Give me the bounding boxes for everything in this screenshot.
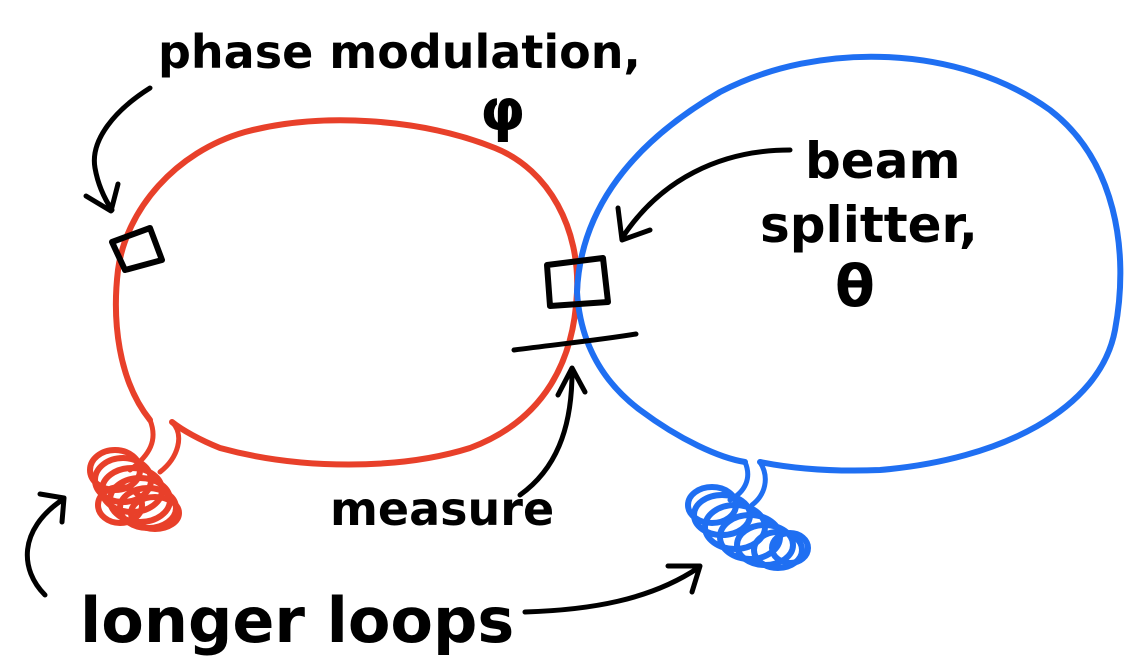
splitter-label: splitter,: [760, 196, 978, 254]
beam-splitter-arrow: [615, 147, 793, 243]
measure-label: measure: [330, 482, 554, 536]
phase-modulator-square: [109, 225, 165, 273]
right-loop-lower: [574, 289, 748, 465]
right-loop: [574, 53, 1124, 474]
longer-loops-label: longer loops: [80, 584, 514, 657]
phase-modulation-arrow: [83, 85, 153, 214]
left-coil: [87, 447, 182, 532]
theta-symbol-label: θ: [835, 252, 875, 320]
right-coil: [685, 484, 811, 571]
longer-loops-right-arrow: [522, 563, 703, 615]
measure-arrow: [517, 365, 588, 498]
phase-symbol-label: φ: [480, 76, 525, 144]
longer-loops-left-arrow: [24, 491, 67, 598]
detector-line: [511, 331, 639, 353]
beam-splitter-square: [544, 255, 611, 309]
phase-modulation-label: phase modulation,: [158, 25, 641, 79]
beam-label: beam: [805, 132, 961, 190]
left-loop: [112, 117, 581, 468]
